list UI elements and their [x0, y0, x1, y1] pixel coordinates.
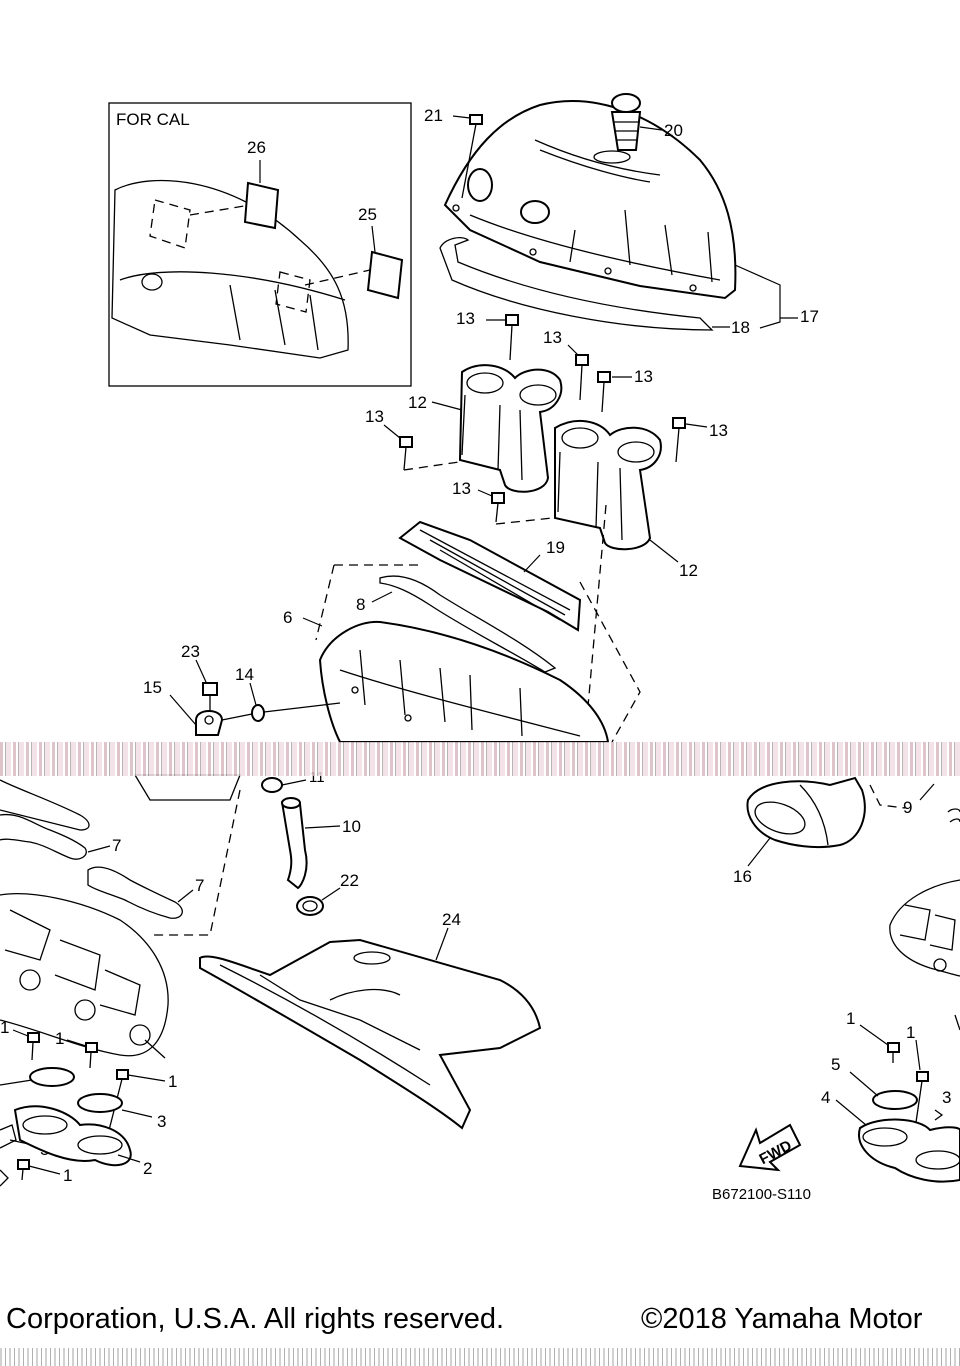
heat-shield-24 — [199, 938, 542, 1130]
callout-17: 17 — [800, 307, 819, 326]
callout-13f: 13 — [452, 479, 471, 498]
bolt-23 — [202, 682, 218, 712]
callout-18: 18 — [731, 318, 750, 337]
callout-16: 16 — [733, 867, 752, 886]
callout-23: 23 — [181, 642, 200, 661]
drain-plug-20 — [610, 93, 642, 151]
callout-21: 21 — [424, 106, 443, 125]
callout-7b: 7 — [195, 876, 204, 895]
callout-25: 25 — [358, 205, 377, 224]
callout-3-left: 3 — [157, 1112, 166, 1131]
callout-15: 15 — [143, 678, 162, 697]
intake-funnel-12b — [554, 420, 662, 551]
callout-14: 14 — [235, 665, 254, 684]
callout-13d: 13 — [709, 421, 728, 440]
callout-13a: 13 — [456, 309, 475, 328]
footer-copyright-left: Corporation, U.S.A. All rights reserved. — [6, 1303, 505, 1335]
bolts-1-left — [17, 1032, 129, 1181]
callout-7a: 7 — [112, 836, 121, 855]
callout-26: 26 — [247, 138, 266, 157]
bolts-13 — [399, 314, 686, 523]
callout-12a: 12 — [408, 393, 427, 412]
gasket-18 — [439, 237, 714, 331]
inset-title: FOR CAL — [116, 110, 190, 129]
throttle-body-assembly-left — [0, 893, 169, 1059]
clamp-11 — [261, 777, 283, 793]
intake-seal-2 — [13, 1105, 132, 1167]
callout-4: 4 — [821, 1088, 830, 1107]
callout-22: 22 — [340, 871, 359, 890]
decal-26 — [243, 181, 280, 230]
grommet-14 — [251, 704, 265, 722]
callout-20: 20 — [664, 121, 683, 140]
footer-copyright-right: ©2018 Yamaha Motor — [641, 1303, 923, 1335]
callout-1f: 1 — [906, 1023, 915, 1042]
callout-9: 9 — [903, 798, 912, 817]
diagram-code: B672100-S110 — [712, 1186, 811, 1203]
callout-13c: 13 — [634, 367, 653, 386]
air-filter-element-19 — [398, 520, 582, 632]
duct-16 — [746, 776, 866, 849]
callout-1c: 1 — [168, 1072, 177, 1091]
callout-24: 24 — [442, 910, 461, 929]
callout-1b: 1 — [55, 1029, 64, 1048]
scan-noise-band — [0, 742, 960, 776]
callout-13e: 13 — [365, 407, 384, 426]
callout-1e: 1 — [846, 1009, 855, 1028]
callout-13b: 13 — [543, 328, 562, 347]
hose-10 — [280, 797, 308, 890]
callout-8: 8 — [356, 595, 365, 614]
clamp-5-right — [872, 1090, 918, 1110]
clamp-22 — [296, 896, 324, 916]
callout-6: 6 — [283, 608, 292, 627]
bracket-15 — [195, 710, 224, 736]
decal-25 — [366, 250, 404, 300]
callout-2: 2 — [143, 1159, 152, 1178]
gasket-7b — [87, 866, 183, 919]
callout-12b: 12 — [679, 561, 698, 580]
callout-1d: 1 — [63, 1166, 72, 1185]
screw-21 — [461, 114, 483, 199]
callout-1a: 1 — [0, 1018, 9, 1037]
callout-10: 10 — [342, 817, 361, 836]
callout-3-right: 3 — [942, 1088, 951, 1107]
scan-noise-bottom — [0, 1348, 960, 1366]
gasket-8 — [379, 575, 557, 673]
callout-5-right: 5 — [831, 1055, 840, 1074]
throttle-body-assembly-right — [889, 879, 960, 1031]
gasket-7a — [0, 813, 87, 860]
intake-seal-4 — [858, 1118, 960, 1183]
fwd-arrow: FWD — [738, 1123, 802, 1172]
clamp-5-left — [29, 1067, 123, 1113]
for-cal-inset: FOR CAL 26 25 — [108, 102, 412, 387]
intake-funnel-12a — [458, 364, 563, 493]
callout-19: 19 — [546, 538, 565, 557]
air-filter-cover — [443, 100, 737, 300]
